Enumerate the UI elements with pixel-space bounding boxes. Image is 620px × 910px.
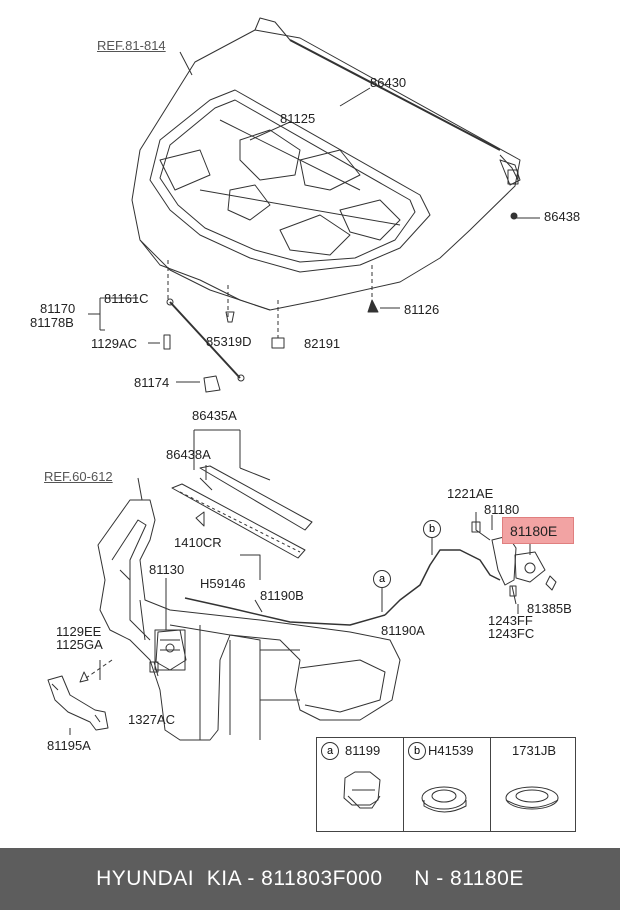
bolt-1129ee xyxy=(79,671,89,683)
legend-part-1731jb[interactable]: 1731JB xyxy=(512,743,557,758)
rubber-stopper-81126 xyxy=(367,299,379,313)
screw-1243ff xyxy=(509,585,517,597)
part-label-81195a[interactable]: 81195A xyxy=(47,738,91,753)
footer-text: HYUNDAI KIA - 811803F000 N - 81180E xyxy=(96,867,524,890)
legend-icon-81199 xyxy=(343,771,381,809)
part-label-86435a[interactable]: 86435A xyxy=(192,408,237,423)
radiator-support-panel xyxy=(97,499,401,741)
legend-cell-1731jb: 1731JB xyxy=(491,738,575,831)
part-label-1129ac[interactable]: 1129AC xyxy=(91,336,138,351)
part-label-81180[interactable]: 81180 xyxy=(484,502,520,517)
parts-diagram xyxy=(47,17,559,813)
part-label-1243ff[interactable]: 1243FF xyxy=(488,613,533,628)
part-label-86430[interactable]: 86430 xyxy=(370,75,407,90)
bumper-82191 xyxy=(271,337,285,349)
legend-cell-81199: a 81199 xyxy=(317,738,404,831)
part-label-86438a[interactable]: 86438A xyxy=(166,447,211,462)
hood-stay-rod xyxy=(169,301,241,379)
part-label-1243fc[interactable]: 1243FC xyxy=(488,626,535,641)
part-label-86438[interactable]: 86438 xyxy=(544,209,581,224)
ref-label-81-814[interactable]: REF.81-814 xyxy=(97,38,166,53)
cable-81190b xyxy=(184,597,386,626)
legend-part-81199[interactable]: 81199 xyxy=(345,743,381,758)
part-label-1125ga[interactable]: 1125GA xyxy=(56,637,103,652)
part-label-h59146[interactable]: H59146 xyxy=(200,576,246,591)
part-label-1410cr[interactable]: 1410CR xyxy=(174,535,222,550)
legend-letter-b: b xyxy=(408,742,426,760)
callout-a: a xyxy=(373,570,391,588)
part-label-81125[interactable]: 81125 xyxy=(280,111,316,126)
part-label-82191[interactable]: 82191 xyxy=(304,336,341,351)
legend-table: a 81199 b H41539 1731JB xyxy=(316,737,576,832)
bumper-85319d xyxy=(225,311,235,323)
part-label-81385b[interactable]: 81385B xyxy=(527,601,572,616)
selected-part-highlight xyxy=(502,517,574,544)
clip-81174 xyxy=(203,375,221,393)
clip-1410cr xyxy=(195,511,205,527)
part-label-81190a[interactable]: 81190A xyxy=(381,623,425,638)
part-label-81126[interactable]: 81126 xyxy=(404,302,440,317)
part-label-81180e[interactable]: 81180E xyxy=(510,523,558,539)
part-label-81174[interactable]: 81174 xyxy=(134,375,170,390)
bolt-1129ac xyxy=(163,334,171,350)
part-label-1221ae[interactable]: 1221AE xyxy=(447,486,494,501)
hood-panel xyxy=(131,17,521,311)
bolt-1327ac xyxy=(149,661,159,673)
callout-b: b xyxy=(423,520,441,538)
screw-81385b xyxy=(545,575,557,591)
part-label-81161c[interactable]: 81161C xyxy=(104,291,149,306)
legend-cell-h41539: b H41539 xyxy=(404,738,491,831)
part-label-1327ac[interactable]: 1327AC xyxy=(128,712,175,727)
legend-icon-h41539 xyxy=(421,786,467,813)
part-number-footer: HYUNDAI KIA - 811803F000 N - 81180E xyxy=(0,848,620,910)
screw-1221ae xyxy=(471,521,481,533)
part-label-85319d[interactable]: 85319D xyxy=(206,334,252,349)
leader-ref-81-814 xyxy=(179,51,193,76)
hood-latch-81130 xyxy=(155,629,187,671)
cable-81190a xyxy=(384,549,501,616)
part-label-81190b[interactable]: 81190B xyxy=(260,588,304,603)
ref-label-60-612[interactable]: REF.60-612 xyxy=(44,469,113,484)
legend-letter-a: a xyxy=(321,742,339,760)
legend-part-h41539[interactable]: H41539 xyxy=(428,743,474,758)
legend-icon-1731jb xyxy=(505,786,559,810)
clip-86438 xyxy=(510,212,518,220)
hood-hinge-right xyxy=(499,159,521,186)
radiator-upper-seal xyxy=(171,465,313,559)
part-label-1129ee[interactable]: 1129EE xyxy=(56,624,102,639)
part-label-81178b[interactable]: 81178B xyxy=(30,315,74,330)
part-label-81170[interactable]: 81170 xyxy=(40,301,76,316)
part-label-81130[interactable]: 81130 xyxy=(149,562,185,577)
bracket-81195a xyxy=(47,675,109,731)
